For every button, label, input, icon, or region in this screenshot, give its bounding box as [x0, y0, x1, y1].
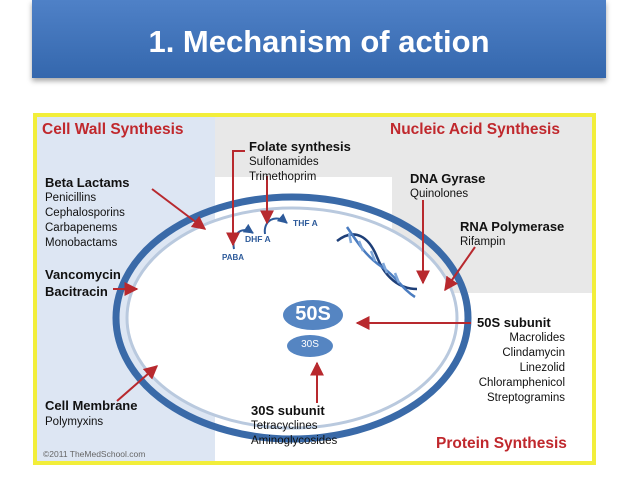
list-item: Macrolides	[509, 332, 565, 344]
list-item: Carbapenems	[45, 222, 118, 234]
diagram-frame: Cell Wall Synthesis Nucleic Acid Synthes…	[33, 113, 596, 465]
list-item: Clindamycin	[502, 347, 565, 359]
list-item: Cephalosporins	[45, 207, 125, 219]
dna-helix-icon	[336, 226, 418, 299]
list-item: Monobactams	[45, 237, 118, 249]
list-item: Penicillins	[45, 192, 97, 204]
section-cell-wall: Cell Wall Synthesis	[42, 121, 184, 138]
vancomycin-label: Vancomycin	[45, 267, 121, 282]
50s-heading: 50S subunit	[477, 315, 551, 330]
rifampin-label: Rifampin	[460, 236, 506, 248]
rifampin-arrow	[444, 246, 476, 292]
polymyxins-label: Polymyxins	[45, 416, 104, 428]
paba-label: PABA	[222, 253, 245, 262]
copyright-text: ©2011 TheMedSchool.com	[43, 449, 146, 459]
thfa-label: THF A	[293, 218, 318, 228]
list-item: Aminoglycosides	[251, 435, 338, 447]
ribosome-30s-label: 30S	[301, 339, 319, 350]
sulfonamide-arrow	[226, 150, 245, 247]
folate-heading: Folate synthesis	[249, 139, 351, 154]
beta-lactam-arrow	[151, 188, 207, 230]
list-item: Chloramphenicol	[478, 377, 565, 389]
list-item: Streptogramins	[487, 392, 565, 404]
section-nucleic-acid: Nucleic Acid Synthesis	[390, 121, 560, 138]
30s-heading: 30S subunit	[251, 403, 325, 418]
folate-drug-2: Trimethoprim	[249, 171, 317, 183]
dna-gyrase-heading: DNA Gyrase	[410, 171, 486, 186]
50s-drug-list: Macrolides Clindamycin Linezolid Chloram…	[455, 331, 565, 406]
cell-diagram	[112, 150, 476, 443]
cell-membrane-heading: Cell Membrane	[45, 398, 138, 413]
slide-title: 1. Mechanism of action	[148, 24, 490, 59]
ribosome-50s-label: 50S	[295, 303, 331, 325]
bacitracin-label: Bacitracin	[45, 284, 108, 299]
cell-outer-wall	[112, 193, 472, 443]
ribosome-50s	[283, 300, 343, 330]
folate-drug-1: Sulfonamides	[249, 156, 319, 168]
ribosome-30s	[287, 335, 333, 357]
quinolones-label: Quinolones	[410, 188, 469, 200]
30s-drug-list: Tetracyclines Aminoglycosides	[251, 419, 337, 449]
title-bar: 1. Mechanism of action	[32, 0, 606, 78]
dhfa-label: DHF A	[245, 234, 271, 244]
beta-lactams-heading: Beta Lactams	[45, 175, 130, 190]
beta-lactams-list: Penicillins Cephalosporins Carbapenems M…	[45, 191, 125, 251]
rna-polymerase-heading: RNA Polymerase	[460, 219, 565, 234]
list-item: Linezolid	[519, 362, 565, 374]
membrane-arrow	[116, 365, 159, 402]
folate-panel	[215, 117, 392, 177]
list-item: Tetracyclines	[251, 420, 318, 432]
section-protein: Protein Synthesis	[436, 435, 567, 452]
